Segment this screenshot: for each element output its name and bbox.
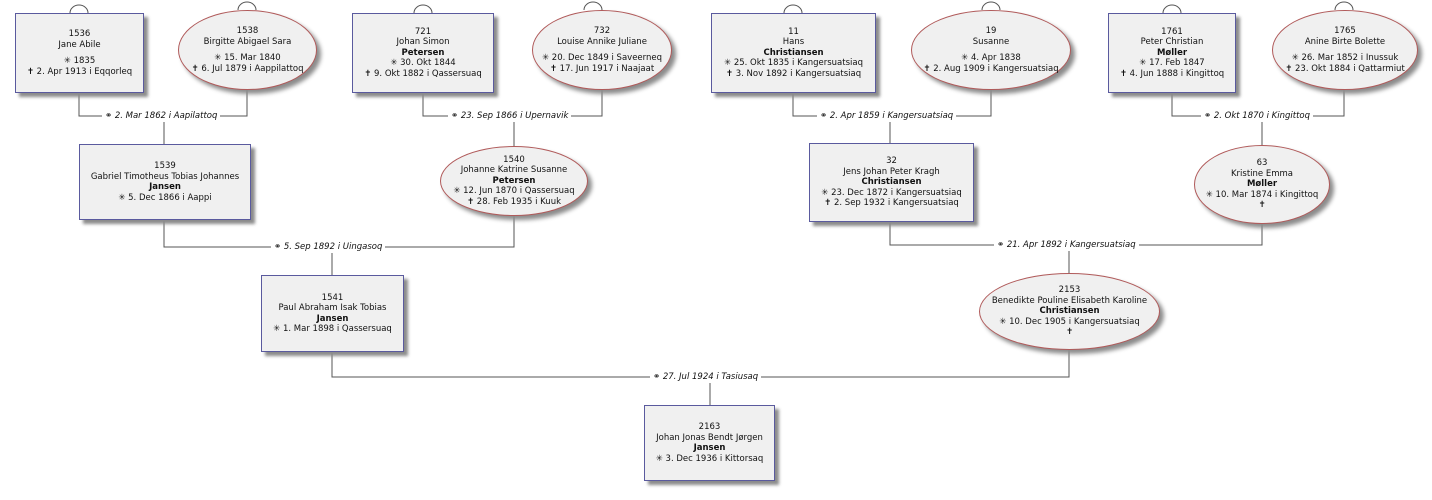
person-name: Johanne Katrine Susanne — [460, 165, 568, 176]
person-name: Peter Christian — [1140, 37, 1204, 48]
person-id: 1538 — [236, 26, 259, 36]
person-id: 19 — [985, 26, 997, 36]
marriage-label: ⚭ 2. Mar 1862 i Aapilattoq — [102, 111, 221, 122]
person-oval-1540[interactable]: 1540 Johanne Katrine Susanne Petersen ✳ … — [440, 146, 588, 216]
person-surname: Jansen — [316, 313, 349, 324]
person-born: ✳ 26. Mar 1852 i Inussuk — [1291, 53, 1399, 63]
person-surname: Møller — [1246, 179, 1278, 190]
person-box-2163[interactable]: 2163 Johan Jonas Bendt Jørgen Jansen ✳ 3… — [644, 405, 775, 481]
person-id: 2163 — [698, 422, 721, 432]
person-born: ✳ 1. Mar 1898 i Qassersuaq — [273, 324, 392, 334]
person-died: ✝ 2. Sep 1932 i Kangersuatsiaq — [824, 198, 959, 209]
person-died: ✝ 2. Aug 1909 i Kangersuatsiaq — [923, 63, 1059, 74]
person-born: ✳ 10. Dec 1905 i Kangersuatsiaq — [999, 316, 1140, 327]
person-name: Kristine Emma — [1230, 168, 1293, 179]
person-died: ✝ 4. Jun 1888 i Kingittoq — [1119, 68, 1225, 79]
marriage-label: ⚭ 27. Jul 1924 i Tasiusaq — [650, 372, 762, 383]
person-name: Benedikte Pouline Elisabeth Karoline — [991, 295, 1148, 306]
person-surname: Jansen — [149, 182, 181, 192]
person-died: ✝ 6. Jul 1879 i Aappilattoq — [191, 63, 304, 74]
person-name: Paul Abraham Isak Tobias — [278, 303, 387, 313]
person-born: ✳ 12. Jun 1870 i Qassersuaq — [453, 186, 575, 197]
person-died: ✝ 23. Okt 1884 i Qattarmiut — [1285, 63, 1405, 74]
person-id: 32 — [886, 156, 897, 167]
person-oval-1538[interactable]: 1538 Birgitte Abigael Sara ✳ 15. Mar 184… — [178, 10, 317, 90]
person-born: ✳ 4. Apr 1838 — [961, 53, 1021, 63]
person-died: ✝ 2. Apr 1913 i Eqqorleq — [26, 66, 133, 77]
person-id: 1536 — [68, 29, 91, 39]
person-box-1541[interactable]: 1541 Paul Abraham Isak Tobias Jansen ✳ 1… — [261, 275, 404, 352]
marriage-label: ⚭ 2. Okt 1870 i Kingittoq — [1201, 111, 1314, 122]
person-surname: Petersen — [492, 175, 536, 186]
person-surname: Christiansen — [1039, 306, 1100, 317]
person-oval-732[interactable]: 732 Louise Annike Juliane ✳ 20. Dec 1849… — [532, 10, 672, 90]
person-surname: Christiansen — [861, 177, 922, 188]
person-box-1536[interactable]: 1536 Jane Abile ✳ 1835 ✝ 2. Apr 1913 i E… — [15, 13, 144, 93]
person-surname: Christiansen — [763, 47, 824, 58]
person-box-11[interactable]: 11 Hans Christiansen ✳ 25. Okt 1835 i Ka… — [711, 13, 876, 93]
person-surname: Møller — [1156, 47, 1188, 58]
person-name: Johan Simon — [396, 37, 450, 48]
person-born: ✳ 30. Okt 1844 — [390, 58, 456, 69]
person-born: ✳ 10. Mar 1874 i Kingittoq — [1205, 189, 1319, 200]
person-box-32[interactable]: 32 Jens Johan Peter Kragh Christiansen ✳… — [809, 143, 974, 222]
person-name: Gabriel Timotheus Tobias Johannes — [90, 171, 240, 182]
person-died: ✝ — [1258, 200, 1266, 211]
person-died: ✝ 3. Nov 1892 i Kangersuatsiaq — [725, 68, 862, 79]
person-born: ✳ 20. Dec 1849 i Saveerneq — [541, 53, 663, 63]
person-id: 2153 — [1058, 285, 1081, 296]
person-name: Hans — [782, 37, 805, 48]
person-box-1761[interactable]: 1761 Peter Christian Møller ✳ 17. Feb 18… — [1108, 13, 1236, 93]
person-born: ✳ 25. Okt 1835 i Kangersuatsiaq — [724, 58, 863, 69]
person-oval-19[interactable]: 19 Susanne ✳ 4. Apr 1838 ✝ 2. Aug 1909 i… — [911, 10, 1071, 90]
person-box-721[interactable]: 721 Johan Simon Petersen ✳ 30. Okt 1844 … — [352, 13, 494, 93]
person-surname: Jansen — [693, 443, 726, 453]
person-id: 1541 — [321, 292, 344, 303]
marriage-label: ⚭ 2. Apr 1859 i Kangersuatsiaq — [817, 111, 957, 122]
person-died: ✝ 9. Okt 1882 i Qassersuaq — [364, 68, 482, 79]
person-oval-63[interactable]: 63 Kristine Emma Møller ✳ 10. Mar 1874 i… — [1194, 145, 1330, 224]
person-id: 732 — [593, 26, 611, 36]
person-died: ✝ 28. Feb 1935 i Kuuk — [466, 196, 562, 207]
person-name: Susanne — [972, 36, 1010, 47]
person-born: ✳ 5. Dec 1866 i Aappi — [118, 192, 212, 203]
person-born: ✳ 23. Dec 1872 i Kangersuatsiaq — [821, 187, 962, 198]
person-born: ✳ 3. Dec 1936 i Kittorsaq — [655, 453, 764, 464]
person-died: ✝ 17. Jun 1917 i Naajaat — [549, 63, 655, 74]
person-id: 721 — [414, 26, 432, 37]
person-box-1539[interactable]: 1539 Gabriel Timotheus Tobias Johannes J… — [79, 144, 251, 220]
person-oval-2153[interactable]: 2153 Benedikte Pouline Elisabeth Karolin… — [979, 273, 1160, 350]
person-oval-1765[interactable]: 1765 Anine Birte Bolette ✳ 26. Mar 1852 … — [1272, 10, 1418, 90]
person-surname: Petersen — [401, 47, 445, 58]
marriage-label: ⚭ 21. Apr 1892 i Kangersuatsiaq — [994, 240, 1139, 251]
person-name: Jens Johan Peter Kragh — [843, 166, 940, 177]
person-id: 1761 — [1161, 26, 1183, 37]
marriage-label: ⚭ 23. Sep 1866 i Upernavik — [448, 111, 572, 122]
marriage-label: ⚭ 5. Sep 1892 i Uingasoq — [271, 242, 386, 253]
person-name: Johan Jonas Bendt Jørgen — [656, 432, 763, 443]
person-id: 1765 — [1334, 26, 1356, 36]
person-id: 1539 — [154, 161, 176, 171]
person-name: Jane Abile — [58, 39, 101, 50]
person-name: Birgitte Abigael Sara — [203, 36, 292, 47]
person-born: ✳ 15. Mar 1840 — [214, 53, 281, 63]
person-name: Anine Birte Bolette — [1304, 36, 1386, 47]
person-died: ✝ — [1065, 327, 1074, 338]
person-id: 1540 — [503, 154, 525, 165]
person-name: Louise Annike Juliane — [557, 36, 647, 47]
person-id: 63 — [1256, 158, 1268, 169]
person-id: 11 — [788, 26, 799, 37]
person-born: ✳ 17. Feb 1847 — [1139, 58, 1205, 69]
person-born: ✳ 1835 — [63, 56, 96, 66]
